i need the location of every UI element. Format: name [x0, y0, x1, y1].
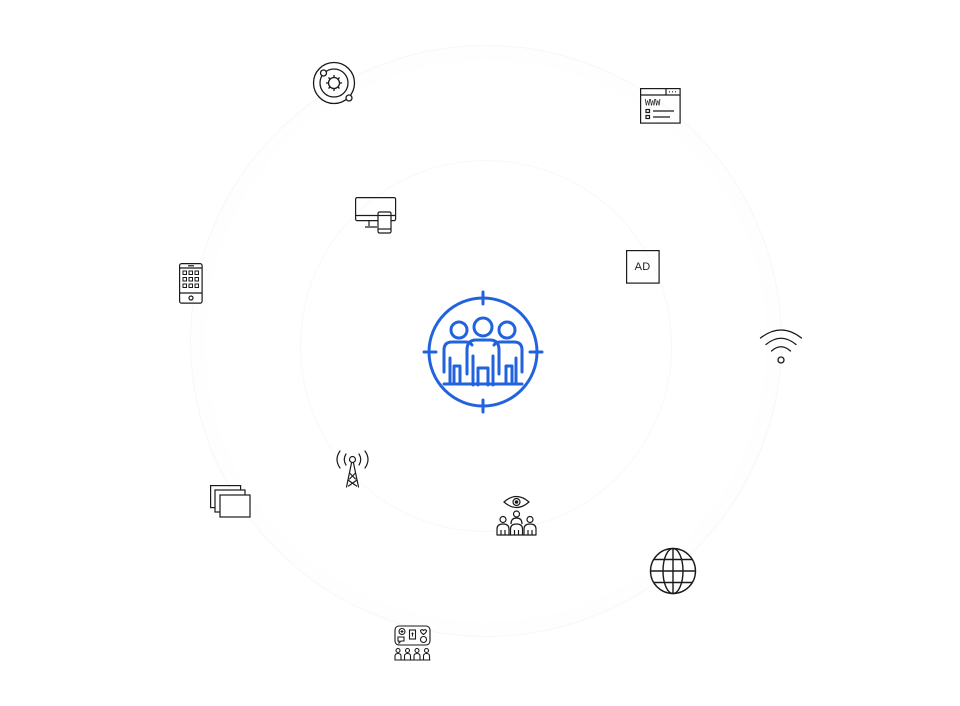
solar-system-icon	[312, 61, 356, 105]
globe-icon	[649, 547, 697, 595]
web-browser-www-icon: WWW	[640, 88, 681, 124]
smartphone-apps-icon	[179, 263, 203, 304]
desktop-mobile-devices-icon	[355, 197, 397, 234]
advertisement-icon: AD	[626, 250, 660, 284]
wifi-signal-icon	[759, 329, 803, 365]
multiple-windows-icon	[210, 485, 251, 518]
social-media-audience-icon	[394, 625, 432, 661]
audience-watch-icon	[496, 494, 537, 536]
advertisement-label: AD	[634, 260, 651, 273]
svg-text:WWW: WWW	[645, 99, 661, 109]
target-audience-icon	[420, 290, 546, 414]
broadcast-tower-icon	[332, 450, 373, 488]
